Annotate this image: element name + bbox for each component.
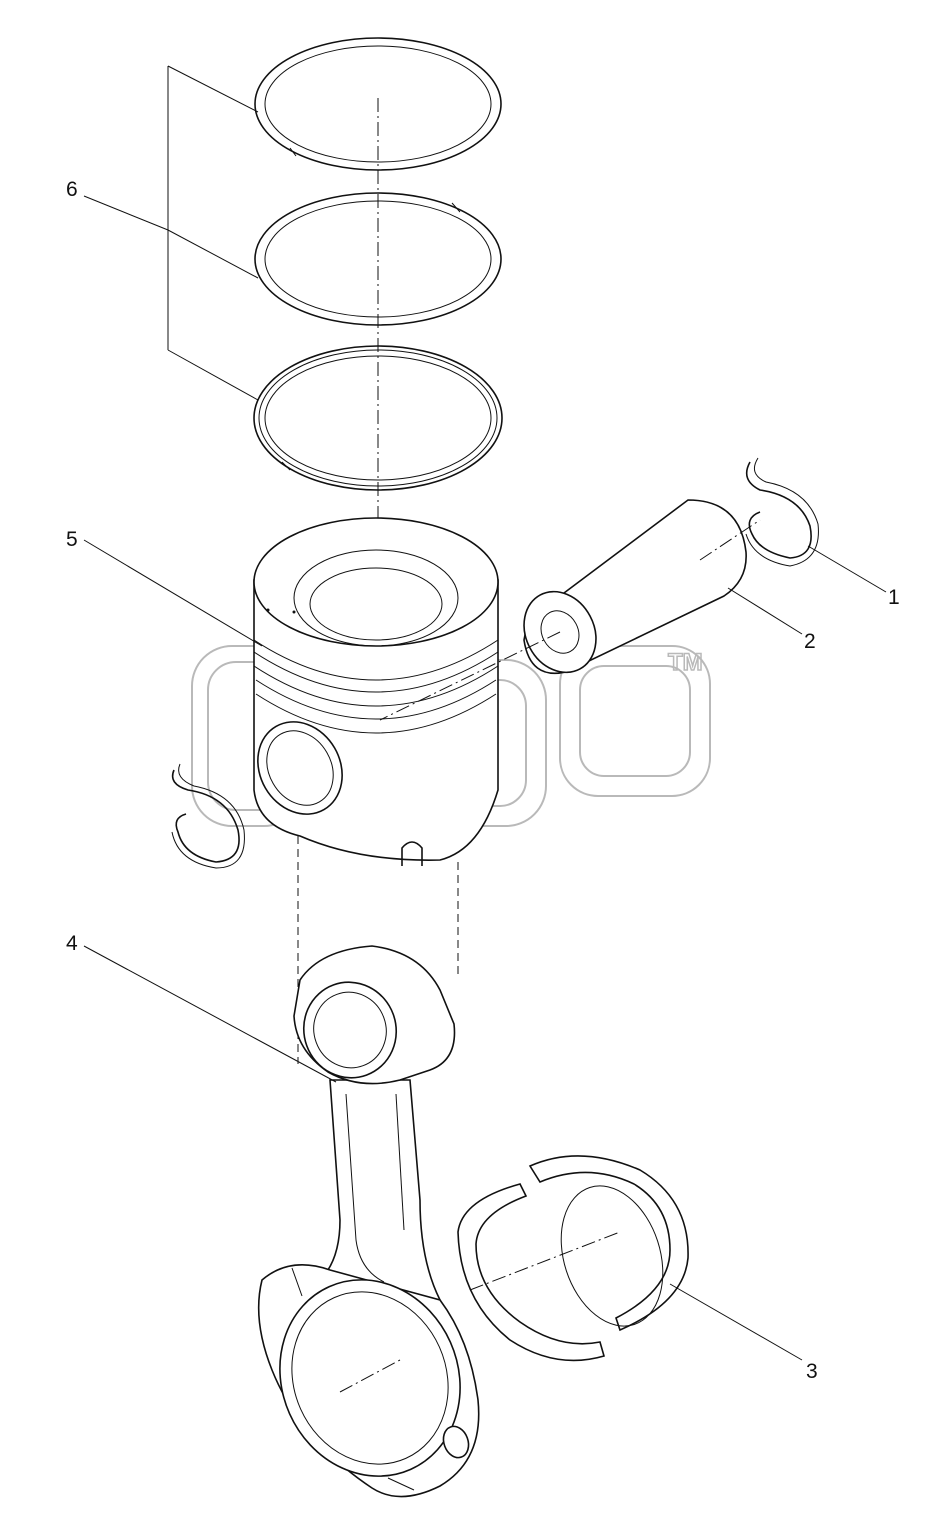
leader-2 bbox=[727, 587, 803, 635]
piston-ring-middle bbox=[254, 192, 502, 326]
connecting-rod bbox=[257, 945, 480, 1498]
leader-4 bbox=[83, 945, 337, 1083]
watermark-trademark: TM bbox=[668, 649, 703, 676]
piston-pin bbox=[379, 499, 761, 721]
callout-1: 1 bbox=[888, 586, 900, 609]
piston-ring-top bbox=[254, 37, 502, 171]
leader-6-c bbox=[167, 349, 259, 401]
leader-1 bbox=[807, 545, 887, 593]
callout-6: 6 bbox=[66, 178, 78, 201]
leader-6-a bbox=[167, 65, 259, 113]
callout-2: 2 bbox=[804, 630, 816, 653]
leader-6-b bbox=[167, 229, 259, 279]
callout-5: 5 bbox=[66, 528, 78, 551]
piston bbox=[253, 517, 499, 866]
rod-bearing-lower bbox=[457, 1183, 621, 1362]
leader-6 bbox=[83, 195, 169, 231]
callout-4: 4 bbox=[66, 932, 78, 955]
rod-bearing-upper bbox=[528, 1155, 689, 1332]
piston-ring-oil bbox=[253, 345, 503, 491]
retaining-ring-right bbox=[745, 457, 819, 567]
leader-5 bbox=[83, 539, 263, 647]
callout-3: 3 bbox=[806, 1360, 818, 1383]
retaining-ring-left bbox=[171, 763, 245, 869]
leader-3 bbox=[669, 1283, 803, 1361]
